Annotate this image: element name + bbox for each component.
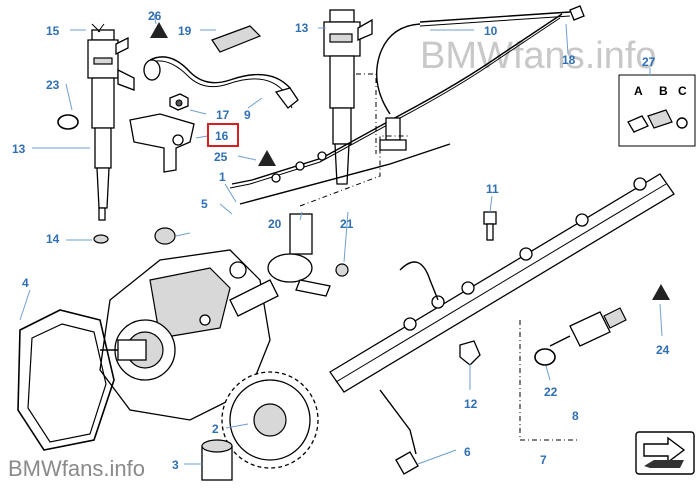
callout-9: 9	[244, 108, 251, 122]
callout-11: 11	[486, 182, 499, 196]
warning-badge-24	[652, 284, 670, 300]
warning-badge-26	[150, 22, 168, 38]
callout-5-top: 5	[201, 197, 208, 211]
callout-24: 24	[656, 343, 670, 357]
callout-14: 14	[46, 232, 60, 246]
next-page-arrow[interactable]	[635, 431, 695, 475]
callout-2: 2	[212, 422, 219, 436]
clamp	[129, 93, 195, 173]
injector-left	[57, 23, 135, 244]
connector-letter-b: B	[659, 84, 668, 98]
nut	[201, 439, 233, 481]
leader-lines	[19, 13, 663, 465]
callout-17: 17	[216, 108, 230, 122]
sprocket	[221, 371, 319, 469]
callout-3: 3	[172, 458, 179, 472]
connector-letter-a: A	[634, 84, 643, 98]
warning-badge-25	[258, 150, 276, 166]
leak-off-line	[229, 5, 585, 189]
fuel-line	[239, 143, 451, 205]
callout-18: 18	[562, 53, 576, 67]
callout-10: 10	[484, 24, 498, 38]
callout-numbers: 15 26 19 13 10 18 27 23 17 9 13 16 25 1 …	[12, 9, 670, 472]
callout-1: 1	[219, 170, 226, 184]
pipe-left	[143, 25, 299, 109]
fuel-rail	[329, 173, 675, 475]
callout-6: 6	[464, 445, 471, 459]
callout-26: 26	[148, 9, 162, 23]
callout-20: 20	[268, 217, 282, 231]
watermark-top: BMWfans.info	[420, 35, 657, 77]
callout-13-left: 13	[12, 142, 26, 156]
seal-ring	[154, 227, 176, 245]
group-bracket	[519, 320, 580, 441]
callout-22: 22	[544, 385, 558, 399]
pressure-valve	[534, 307, 627, 366]
callout-23: 23	[46, 78, 60, 92]
callout-21: 21	[340, 217, 354, 231]
pressure-sensor	[267, 213, 349, 297]
callout-19: 19	[178, 24, 192, 38]
callout-16[interactable]: 16	[215, 129, 229, 143]
high-pressure-pump	[99, 249, 279, 421]
callout-7: 7	[540, 453, 547, 467]
callout-8: 8	[572, 409, 579, 423]
callout-15: 15	[46, 24, 60, 38]
highlight-box	[207, 123, 239, 147]
callout-12: 12	[464, 397, 478, 411]
callout-25: 25	[214, 150, 228, 164]
bolt	[483, 211, 497, 241]
gasket	[17, 309, 115, 451]
injector-right	[323, 9, 373, 185]
callout-13-right: 13	[295, 21, 309, 35]
callout-4: 4	[22, 276, 29, 290]
watermark-bottom: BMWfans.info	[8, 456, 145, 481]
clip	[459, 340, 481, 366]
connector-letter-c: C	[678, 84, 687, 98]
callout-27: 27	[642, 55, 656, 69]
connector-set-box: A B C	[618, 74, 696, 147]
